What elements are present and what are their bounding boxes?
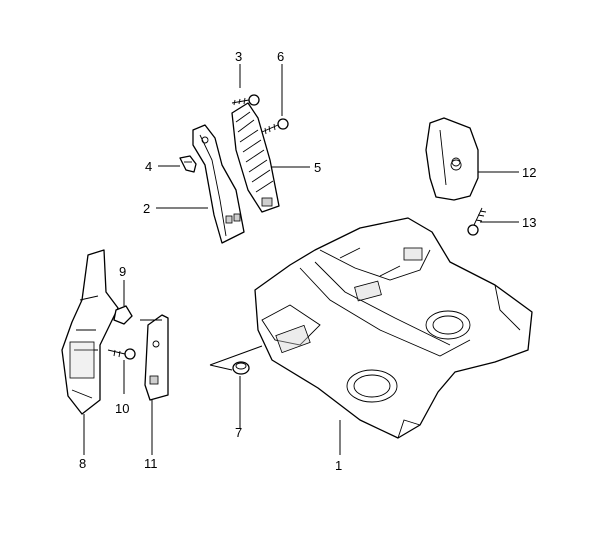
callout-5: 5	[314, 160, 321, 175]
callout-11: 11	[144, 456, 158, 471]
part-6-screw	[261, 118, 289, 135]
callout-4: 4	[145, 159, 152, 174]
callout-6: 6	[277, 49, 284, 64]
callout-10: 10	[115, 401, 129, 416]
leader-lines	[83, 64, 519, 455]
part-13-screw	[467, 207, 487, 236]
callout-13: 13	[522, 215, 536, 230]
callout-7: 7	[235, 425, 242, 440]
part-1-floor-carpet	[254, 217, 533, 439]
callout-3: 3	[235, 49, 242, 64]
callout-1: 1	[335, 458, 342, 473]
part-12-trim-panel	[425, 117, 479, 201]
part-10-screw	[107, 348, 136, 360]
part-11-bracket	[144, 314, 169, 401]
part-3-screw	[231, 94, 260, 106]
part-8-side-panel	[61, 249, 119, 415]
callout-12: 12	[522, 165, 536, 180]
callout-9: 9	[119, 264, 126, 279]
part-7-grommet	[232, 361, 250, 375]
callout-8: 8	[79, 456, 86, 471]
callout-2: 2	[143, 201, 150, 216]
part-9-clip	[113, 305, 133, 325]
part-4-clip	[179, 155, 197, 173]
part-5-panel	[231, 102, 280, 213]
part-2-bracket	[192, 124, 245, 244]
